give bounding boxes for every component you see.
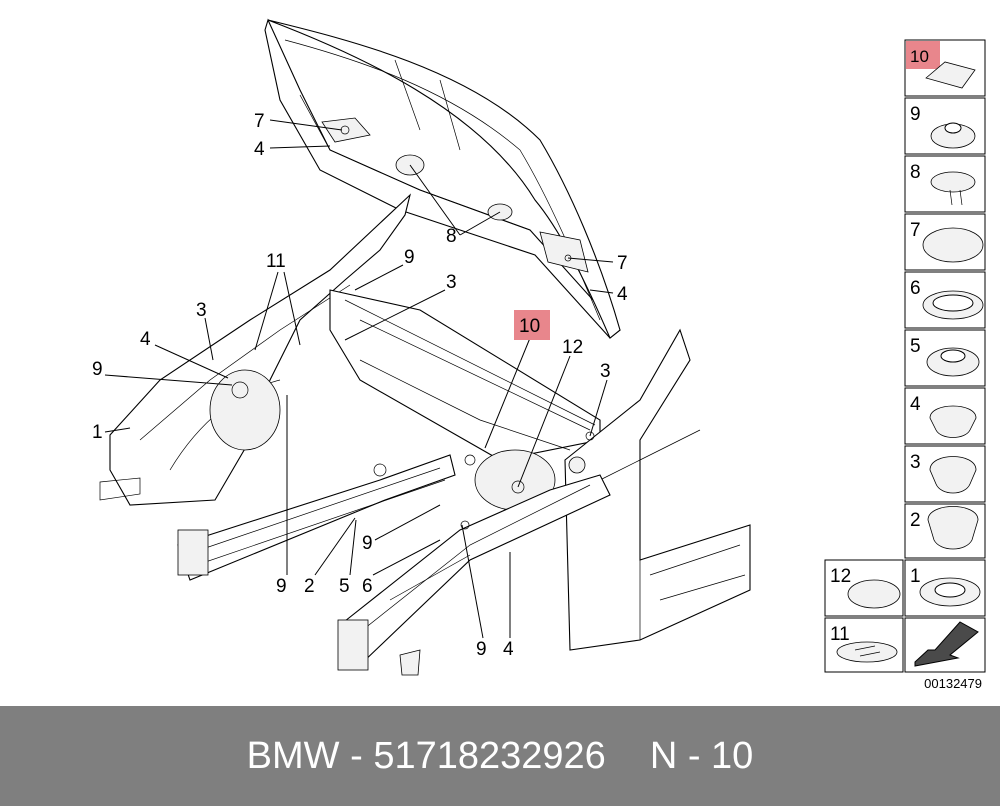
legend-number-12: 12 <box>830 566 851 587</box>
callout-3-cowl: 3 <box>446 272 457 293</box>
legend-number-11: 11 <box>830 624 850 645</box>
stepped-top-icon <box>940 349 966 363</box>
callout-1: 1 <box>92 422 103 443</box>
callout-8-hood: 8 <box>446 226 457 247</box>
legend-number-2: 2 <box>910 510 921 531</box>
legend-item-6: 6 <box>904 271 986 329</box>
callout-10: 10 <box>519 316 540 337</box>
callout-6: 6 <box>362 576 373 597</box>
callout-5: 5 <box>339 576 350 597</box>
part-number: 51718232926 <box>373 734 606 777</box>
callout-numbers: 7 4 8 7 4 11 9 3 3 4 9 1 10 12 3 9 9 2 5… <box>92 111 628 660</box>
flat-grommet-hole-icon <box>934 582 966 598</box>
grommet-hole-icon <box>944 122 962 134</box>
legend-navigation-arrow[interactable] <box>904 617 986 673</box>
callout-7-hood-left: 7 <box>254 111 265 132</box>
callout-9-rail: 9 <box>362 533 373 554</box>
brand-label: BMW <box>246 734 340 777</box>
legend-item-8: 8 <box>904 155 986 213</box>
legend-item-4: 4 <box>904 387 986 445</box>
callout-4-hood-right: 4 <box>617 284 628 305</box>
legend-number-9: 9 <box>910 104 921 125</box>
legend-item-2: 2 <box>904 503 986 559</box>
callout-3-right: 3 <box>600 361 611 382</box>
position-label: N <box>649 734 678 777</box>
legend-number-3: 3 <box>910 452 921 473</box>
leader-lines <box>104 119 614 639</box>
parts-diagram: 7 4 8 7 4 11 9 3 3 4 9 1 10 12 3 9 9 2 5… <box>92 18 986 691</box>
callout-2: 2 <box>304 576 315 597</box>
footer-part-reference: BMW - 51718232926 <box>247 735 606 778</box>
dome-plug-part-icon <box>929 405 977 438</box>
callout-4-hood-left: 4 <box>254 139 265 160</box>
body-structure-drawing <box>99 193 751 676</box>
legend-number-1: 1 <box>910 566 921 587</box>
footer-position: N - 10 <box>650 735 754 778</box>
legend-number-7: 7 <box>910 220 921 241</box>
ring-inner-icon <box>932 294 974 312</box>
legend-item-9: 9 <box>904 97 986 155</box>
footer-separator: - <box>350 734 363 777</box>
plug-clip-part-icon <box>930 171 976 193</box>
highlight-callout-10 <box>514 310 550 340</box>
position-number: 10 <box>711 734 754 777</box>
flat-cap-mark-icon <box>854 645 881 657</box>
callout-3-left: 3 <box>196 300 207 321</box>
legend-item-12: 12 <box>824 559 904 617</box>
callout-11: 11 <box>266 251 286 272</box>
part-footer: BMW - 51718232926 N - 10 <box>0 706 1000 806</box>
large-plug-part-icon <box>922 227 984 263</box>
legend-item-3: 3 <box>904 445 986 503</box>
cup-plug-part-icon <box>927 506 979 550</box>
image-reference-id: 00132479 <box>924 676 982 691</box>
tall-dome-plug-part-icon <box>929 456 977 494</box>
legend-number-5: 5 <box>910 336 921 357</box>
callout-9-cowl: 9 <box>404 247 415 268</box>
cap-plug-part-icon <box>847 579 901 609</box>
callout-4-bottom-right: 4 <box>503 639 514 660</box>
legend-highlight-10 <box>906 41 940 69</box>
legend-item-11: 11 <box>824 617 904 673</box>
callout-12: 12 <box>562 337 583 358</box>
legend-item-5: 5 <box>904 329 986 387</box>
callout-9-left: 9 <box>92 359 103 380</box>
callout-9-bottom-left: 9 <box>276 576 287 597</box>
legend-item-1: 1 <box>904 559 986 617</box>
clip-leg-icon <box>949 189 963 206</box>
flat-cap-part-icon <box>836 641 898 663</box>
legend-number-6: 6 <box>910 278 921 299</box>
callout-7-hood-right: 7 <box>617 253 628 274</box>
callout-4-left: 4 <box>140 329 151 350</box>
legend-item-10: 10 <box>904 39 986 97</box>
legend-number-8: 8 <box>910 162 921 183</box>
legend-number-4: 4 <box>910 394 921 415</box>
parts-legend: 10 9 8 7 6 5 <box>824 39 986 691</box>
callout-9-bottom-right: 9 <box>476 639 487 660</box>
footer-separator-2: - <box>687 734 701 777</box>
legend-number-10: 10 <box>910 47 929 66</box>
arrow-icon[interactable] <box>914 621 979 667</box>
legend-item-7: 7 <box>904 213 986 271</box>
pad-part-icon <box>925 61 976 89</box>
